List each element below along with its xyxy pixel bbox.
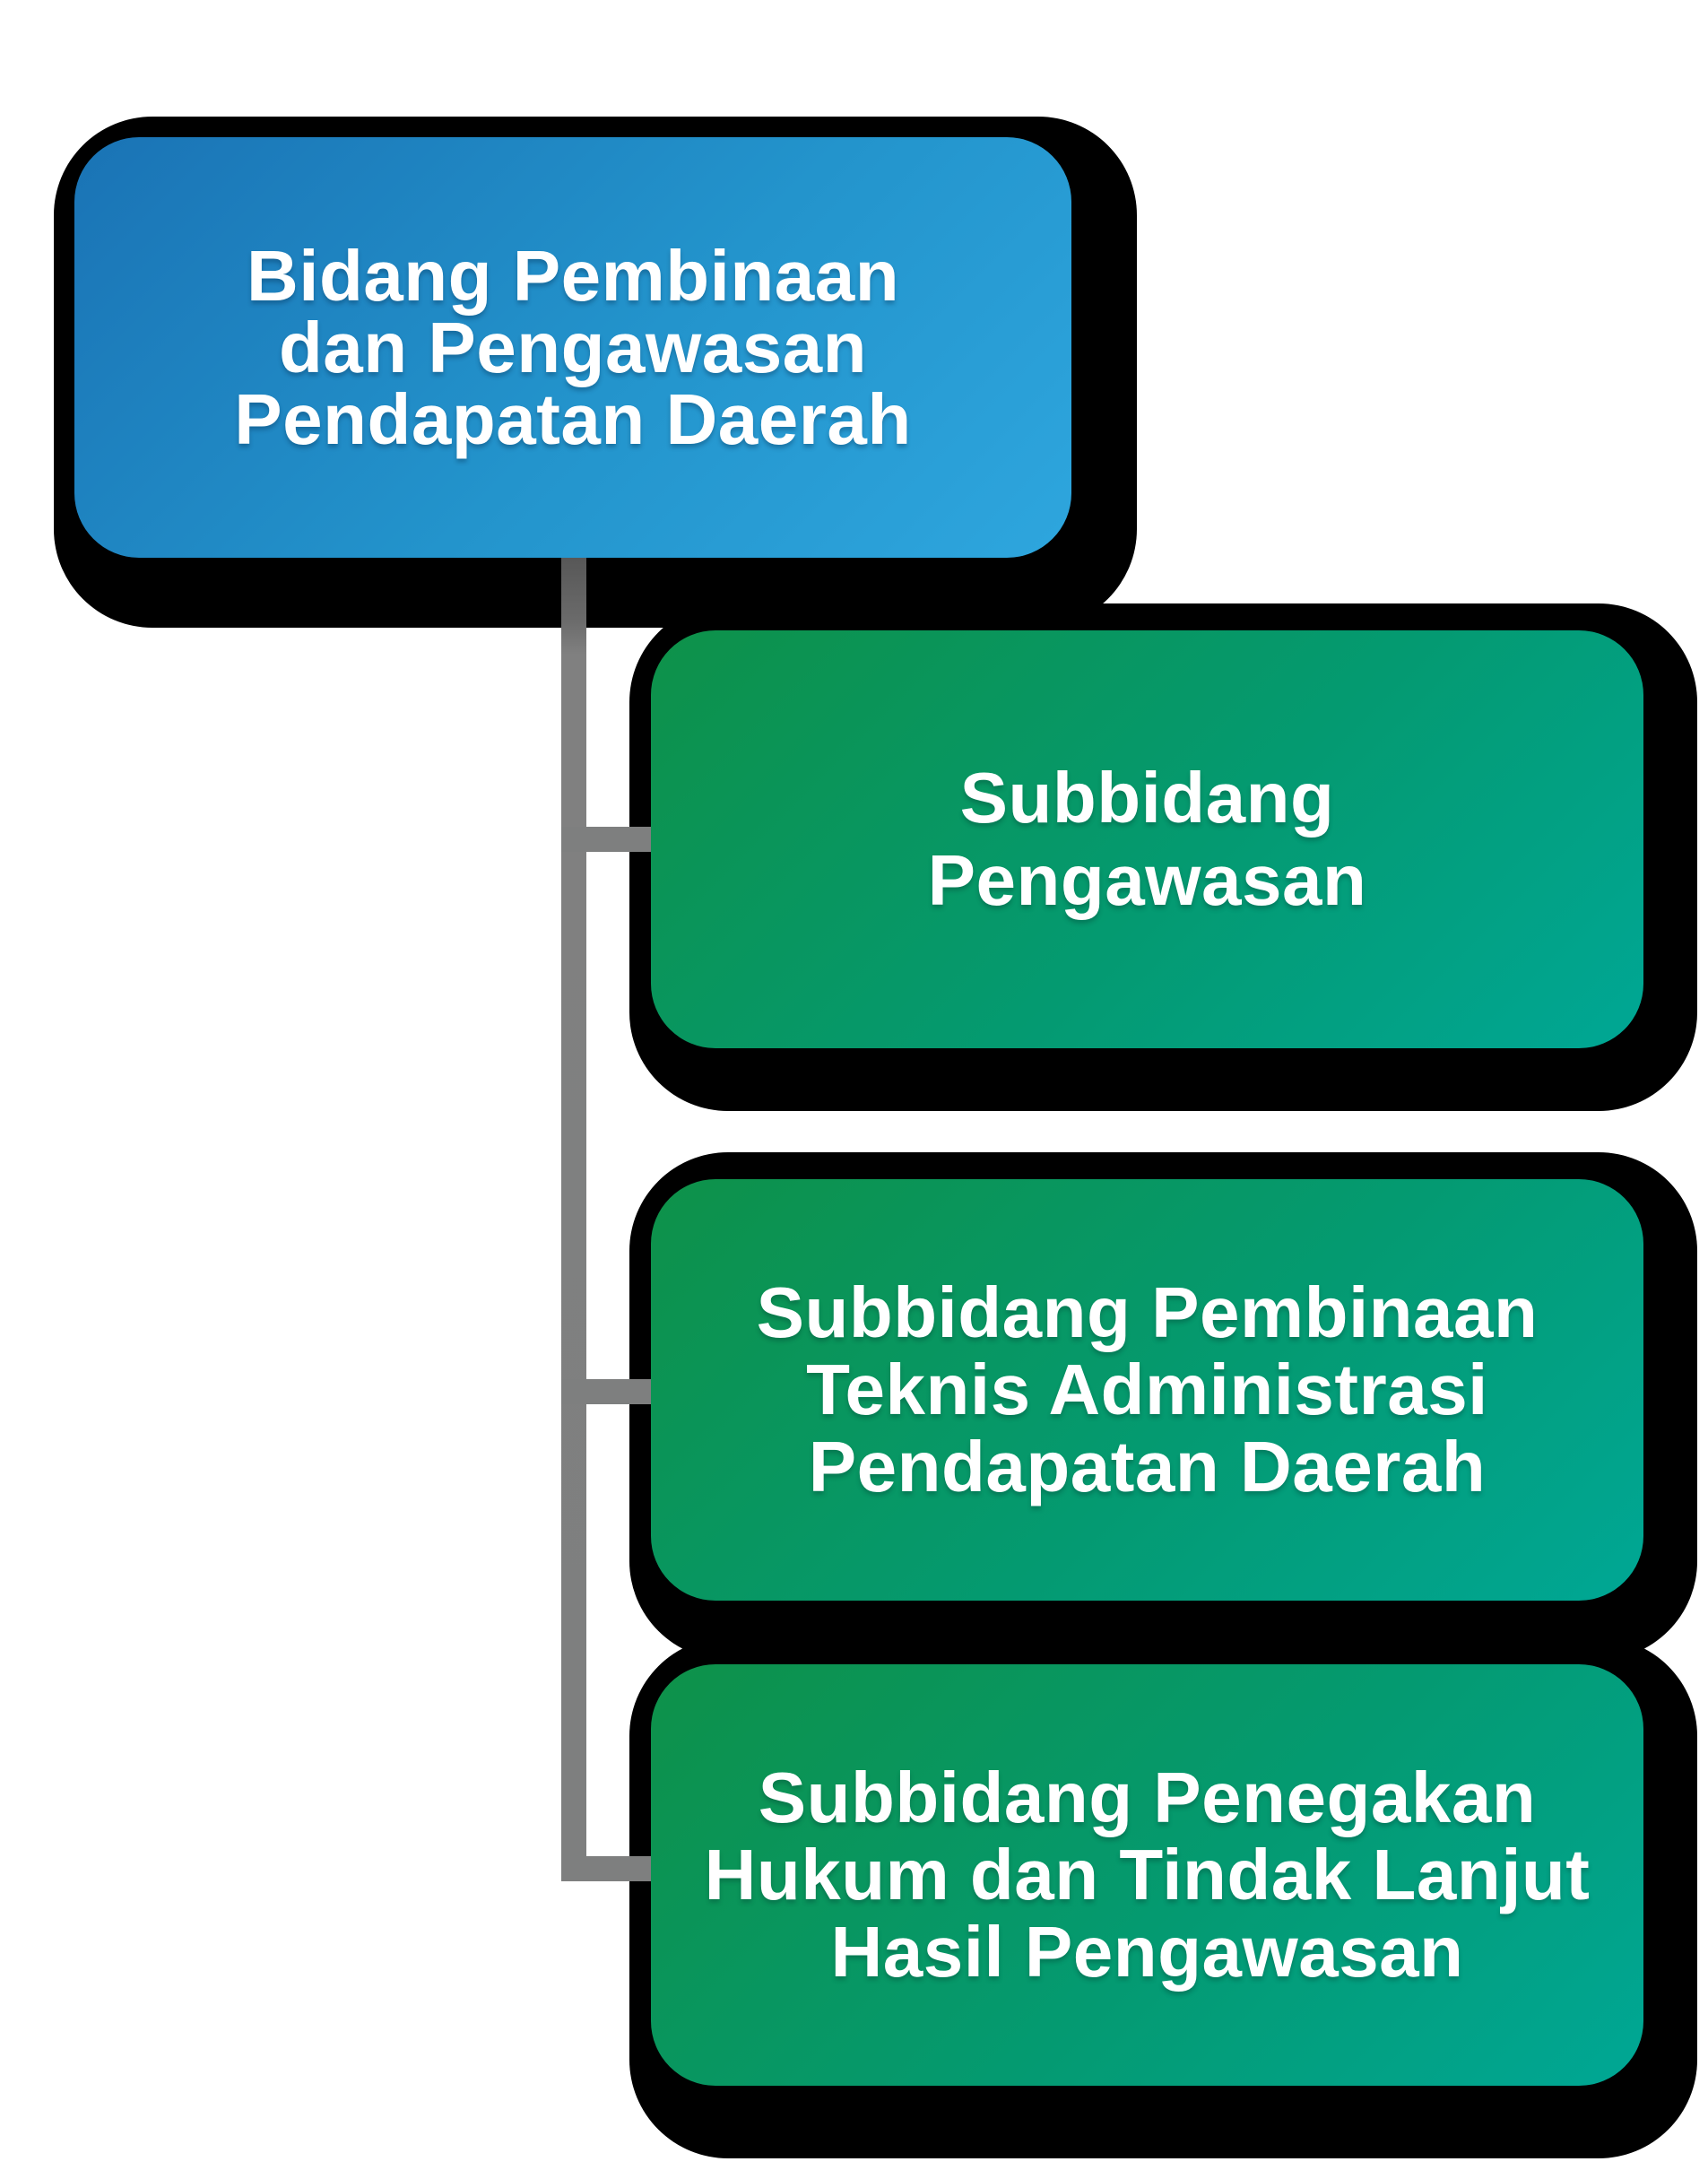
subbidang-pengawasan-label-line-1: Subbidang: [959, 758, 1335, 838]
subbidang-penegakan-hukum-label-line-1: Subbidang Penegakan: [758, 1758, 1537, 1837]
subbidang-penegakan-hukum-label-line-2: Hukum dan Tindak Lanjut: [704, 1835, 1591, 1914]
child-box-subbidang-pengawasan: Subbidang Pengawasan: [651, 630, 1643, 1048]
connector-stub-subbidang-pengawasan: [561, 827, 653, 852]
root-box-bidang-pembinaan-pengawasan: Bidang Pembinaan dan Pengawasan Pendapat…: [74, 137, 1071, 558]
root-box-label-line-3: Pendapatan Daerah: [234, 378, 912, 459]
subbidang-pengawasan-label-line-2: Pengawasan: [927, 840, 1367, 920]
subbidang-penegakan-hukum-label-line-3: Hasil Pengawasan: [830, 1912, 1464, 1992]
child-box-subbidang-pembinaan-teknis: Subbidang Pembinaan Teknis Administrasi …: [651, 1179, 1643, 1601]
child-box-subbidang-penegakan-hukum: Subbidang Penegakan Hukum dan Tindak Lan…: [651, 1664, 1643, 2086]
root-box-label-line-2: dan Pengawasan: [278, 307, 868, 387]
subbidang-pembinaan-teknis-label-line-3: Pendapatan Daerah: [808, 1427, 1487, 1506]
connector-stub-subbidang-penegakan-hukum: [561, 1856, 653, 1881]
subbidang-pembinaan-teknis-label-line-2: Teknis Administrasi: [806, 1350, 1488, 1429]
root-box-label-line-1: Bidang Pembinaan: [246, 235, 900, 316]
subbidang-pembinaan-teknis-label-line-1: Subbidang Pembinaan: [756, 1272, 1539, 1352]
connector-trunk-line: [561, 547, 586, 1881]
connector-stub-subbidang-pembinaan-teknis: [561, 1379, 653, 1404]
